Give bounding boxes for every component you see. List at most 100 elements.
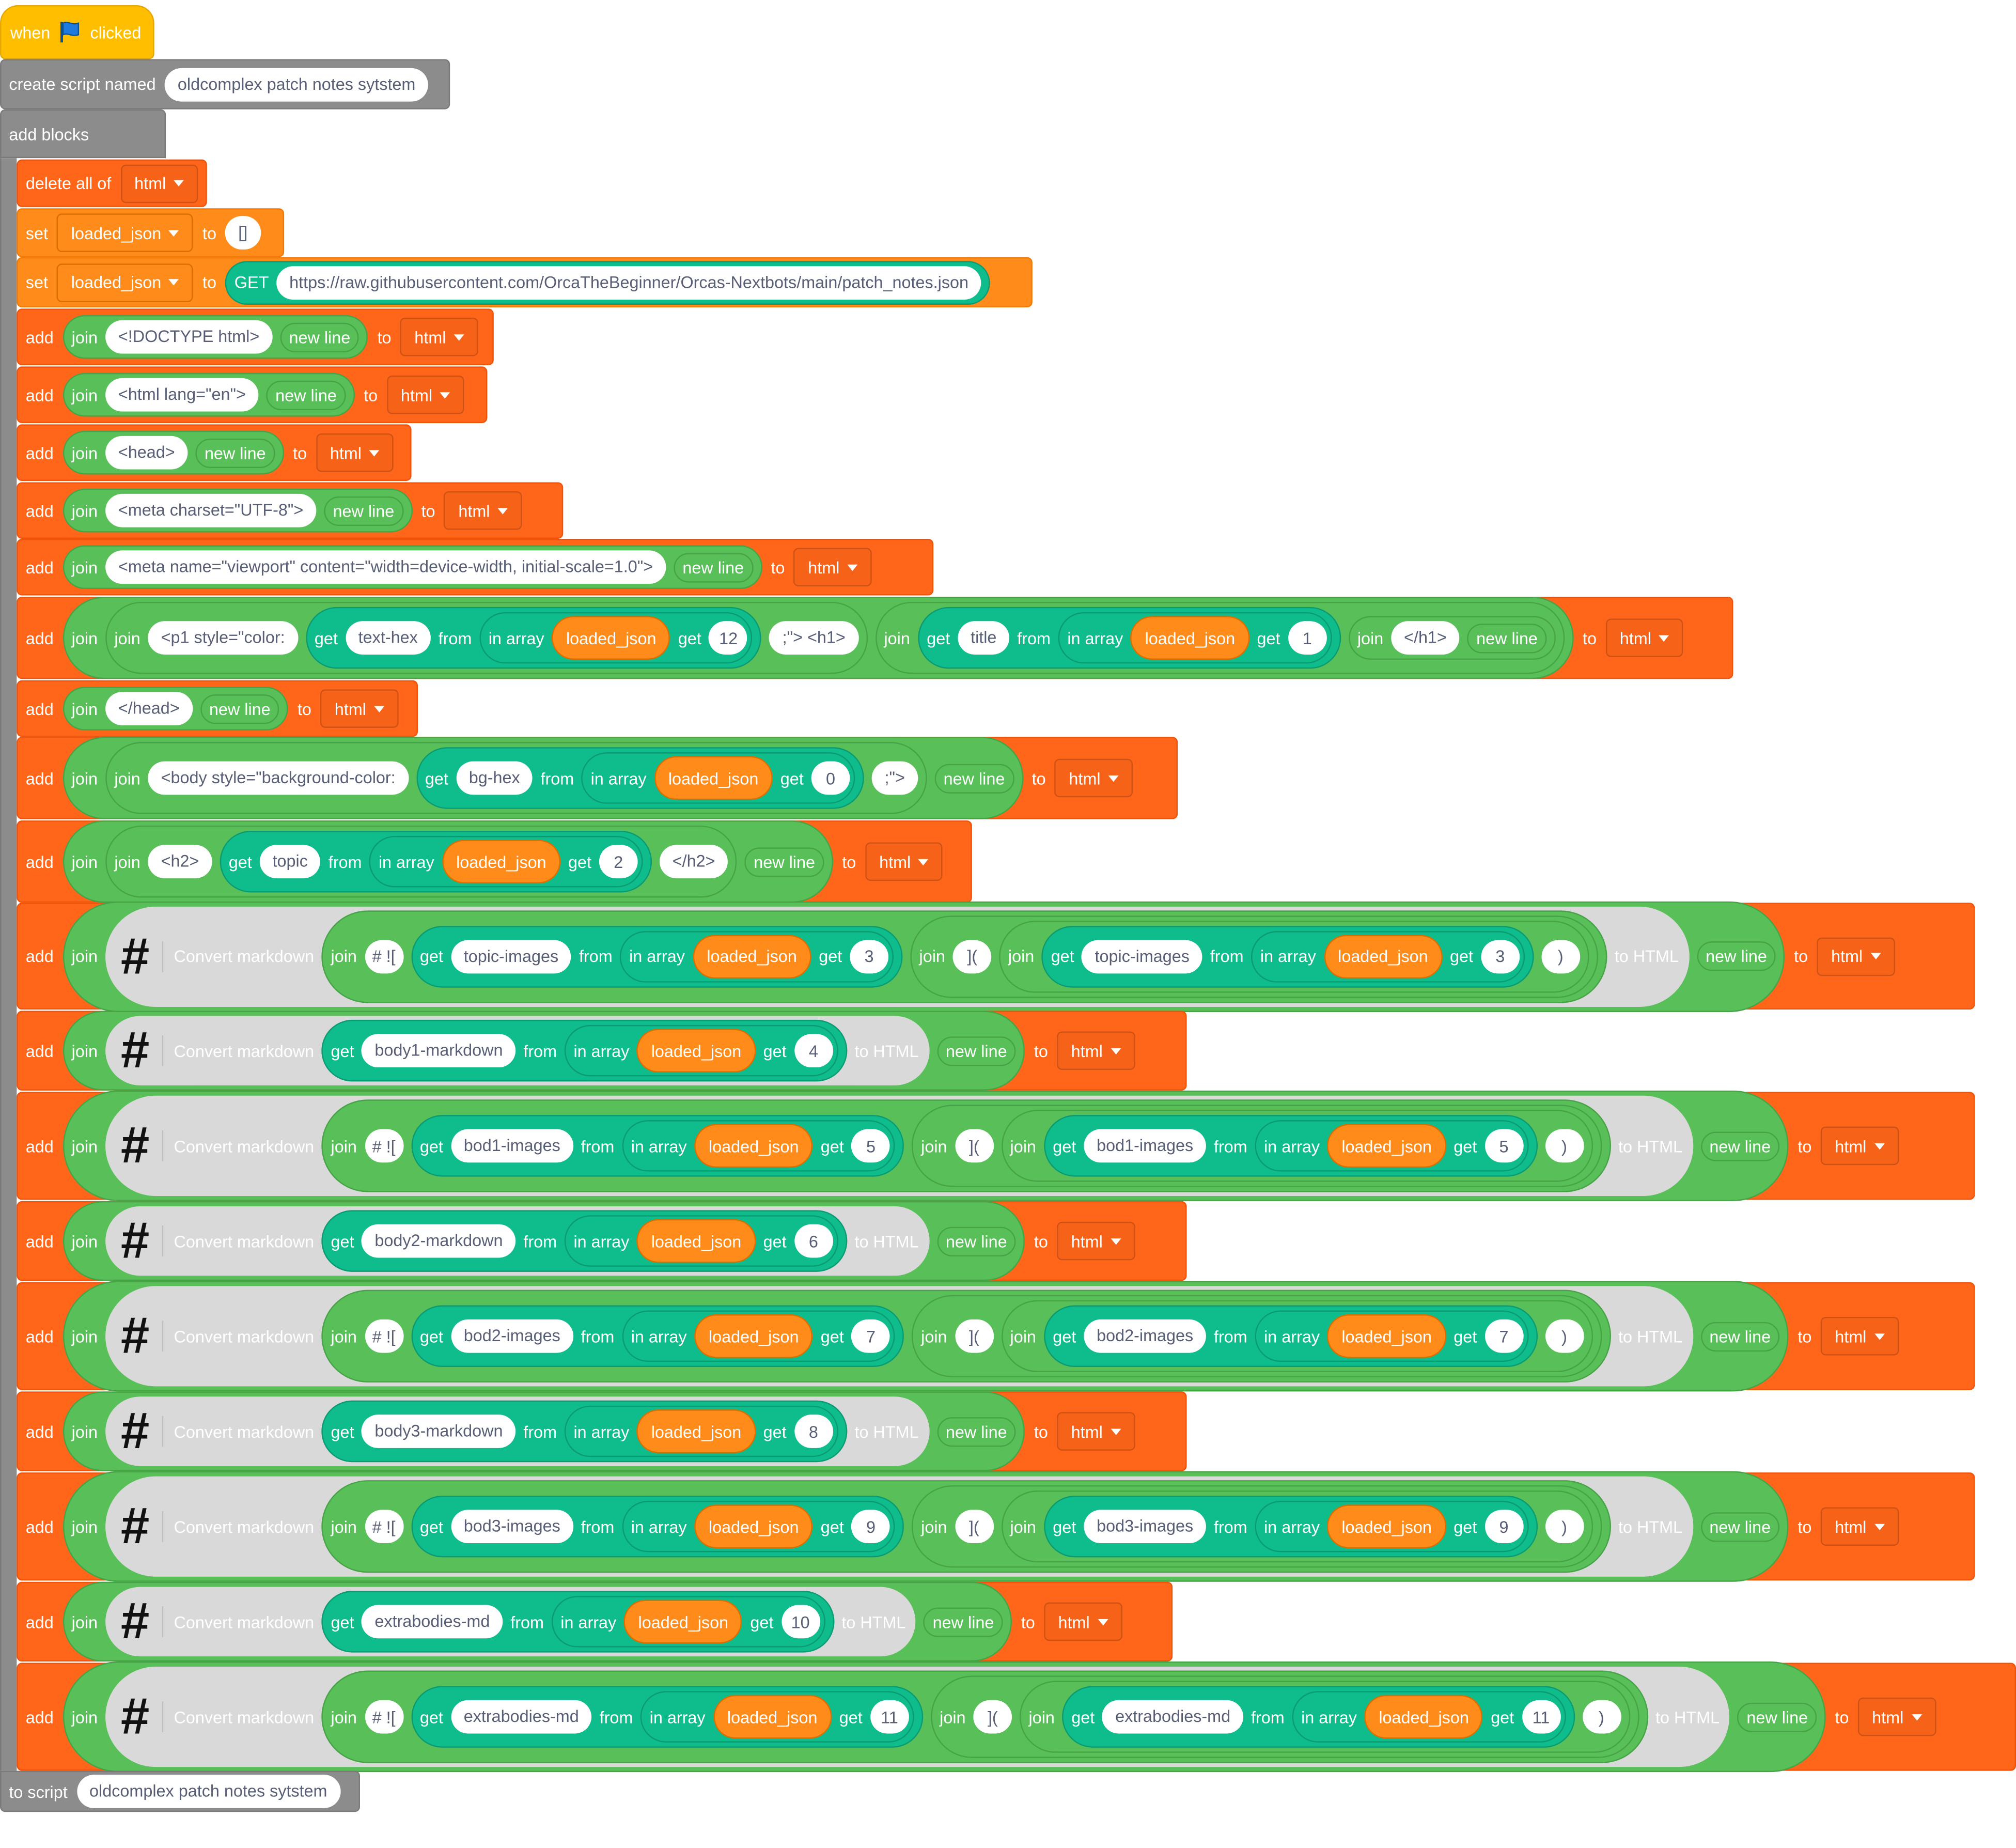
join-reporter[interactable]: join ]( join get bod1-images from in arr… (912, 1105, 1602, 1187)
to-script-block[interactable]: to script oldcomplex patch notes sytstem (0, 1771, 360, 1812)
add-doctype-block[interactable]: add join <!DOCTYPE html> new line to htm… (17, 308, 494, 365)
list-dropdown[interactable]: html (316, 433, 394, 472)
list-dropdown[interactable]: html (1055, 758, 1133, 798)
join-reporter[interactable]: join get title from in array loaded_json… (875, 601, 1565, 674)
json-get-reporter[interactable]: get extrabodies-md from in array loaded_… (1062, 1686, 1575, 1748)
convert-markdown-reporter[interactable]: # Convert markdown get extrabodies-md fr… (105, 1587, 916, 1657)
json-key-input[interactable]: body2-markdown (362, 1224, 516, 1258)
join-text-input[interactable]: ;"> (871, 761, 918, 795)
join-reporter[interactable]: join <!DOCTYPE html> new line (62, 315, 369, 359)
join-text-input[interactable]: # ![ (364, 1700, 403, 1734)
new-line-reporter[interactable]: new line (1700, 1321, 1780, 1351)
list-dropdown[interactable]: html (444, 491, 522, 530)
json-get-reporter[interactable]: get body3-markdown from in array loaded_… (322, 1400, 847, 1463)
new-line-reporter[interactable]: new line (200, 693, 280, 724)
index-input[interactable]: 2 (599, 845, 638, 879)
join-reporter[interactable]: join # Convert markdown get body3-markdo… (62, 1391, 1025, 1471)
in-array-get-reporter[interactable]: in array loaded_json get 7 (1255, 1310, 1528, 1362)
join-reporter[interactable]: join # Convert markdown join # ![ get to… (62, 900, 1785, 1012)
create-script-block[interactable]: create script named oldcomplex patch not… (0, 59, 450, 110)
new-line-reporter[interactable]: new line (324, 495, 403, 525)
set-loaded-json-get-block[interactable]: set loaded_json to GET https://raw.githu… (17, 257, 1033, 307)
list-dropdown[interactable]: html (1817, 937, 1895, 976)
list-dropdown[interactable]: html (400, 317, 478, 356)
loaded-json-variable[interactable]: loaded_json (637, 1029, 756, 1073)
list-dropdown[interactable]: html (120, 164, 198, 203)
new-line-reporter[interactable]: new line (673, 552, 753, 582)
add-bod3-images-block[interactable]: add join # Convert markdown join # ![ ge… (17, 1471, 1975, 1582)
json-key-input[interactable]: bod3-images (1084, 1510, 1207, 1544)
join-reporter[interactable]: join # Convert markdown join # ![ get ex… (62, 1661, 1826, 1773)
json-key-input[interactable]: bg-hex (456, 761, 533, 795)
in-array-get-reporter[interactable]: in array loaded_json get 1 (1058, 612, 1332, 664)
add-extrabodies-markdown-block[interactable]: add join # Convert markdown get extrabod… (17, 1581, 1173, 1662)
join-text-input[interactable]: </head> (105, 692, 193, 725)
json-key-input[interactable]: body3-markdown (362, 1415, 516, 1448)
json-key-input[interactable]: title (958, 621, 1010, 655)
add-body1-markdown-block[interactable]: add join # Convert markdown get body1-ma… (17, 1011, 1187, 1091)
new-line-reporter[interactable]: new line (924, 1607, 1003, 1637)
loaded-json-variable[interactable]: loaded_json (1327, 1504, 1446, 1548)
join-reporter[interactable]: join # ![ get bod2-images from in array … (322, 1290, 1611, 1383)
loaded-json-variable[interactable]: loaded_json (1131, 616, 1249, 660)
index-input[interactable]: 11 (1522, 1700, 1560, 1734)
index-input[interactable]: 7 (1484, 1319, 1523, 1353)
json-key-input[interactable]: bod3-images (450, 1510, 573, 1544)
add-html-open-block[interactable]: add join <html lang="en"> new line to ht… (17, 366, 488, 423)
json-key-input[interactable]: bod2-images (1084, 1319, 1207, 1353)
join-reporter[interactable]: join join <body style="background-color:… (62, 737, 1023, 819)
join-text-input[interactable]: <meta name="viewport" content="width=dev… (105, 550, 666, 584)
in-array-get-reporter[interactable]: in array loaded_json get 2 (369, 835, 643, 888)
json-key-input[interactable]: bod1-images (450, 1129, 573, 1163)
convert-markdown-reporter[interactable]: # Convert markdown join # ![ get bod1-im… (105, 1095, 1693, 1196)
join-reporter[interactable]: join # Convert markdown join # ![ get bo… (62, 1090, 1789, 1201)
json-key-input[interactable]: extrabodies-md (450, 1700, 592, 1734)
list-dropdown[interactable]: html (1044, 1602, 1122, 1641)
join-reporter[interactable]: join ]( join get bod3-images from in arr… (912, 1485, 1602, 1568)
json-key-input[interactable]: text-hex (345, 621, 431, 655)
loaded-json-variable[interactable]: loaded_json (1327, 1124, 1446, 1168)
in-array-get-reporter[interactable]: in array loaded_json get 8 (565, 1405, 838, 1457)
in-array-get-reporter[interactable]: in array loaded_json get 9 (1255, 1500, 1528, 1552)
new-line-reporter[interactable]: new line (280, 322, 360, 352)
index-input[interactable]: 9 (851, 1510, 890, 1544)
json-get-reporter[interactable]: get bod3-images from in array loaded_jso… (1043, 1495, 1538, 1558)
join-text-input[interactable]: ) (1545, 1129, 1584, 1163)
new-line-reporter[interactable]: new line (266, 380, 346, 410)
join-text-input[interactable]: <head> (105, 436, 188, 470)
join-reporter[interactable]: join # Convert markdown join # ![ get bo… (62, 1281, 1789, 1392)
list-dropdown[interactable]: html (1057, 1221, 1135, 1261)
add-body3-markdown-block[interactable]: add join # Convert markdown get body3-ma… (17, 1391, 1187, 1471)
join-reporter[interactable]: join <p1 style="color: get text-hex from… (105, 601, 868, 674)
join-reporter[interactable]: join # ![ get topic-images from in array… (322, 910, 1607, 1003)
join-reporter[interactable]: join get bod3-images from in array loade… (1001, 1490, 1593, 1563)
add-bod1-images-block[interactable]: add join # Convert markdown join # ![ ge… (17, 1090, 1975, 1201)
new-line-reporter[interactable]: new line (936, 1226, 1017, 1256)
join-reporter[interactable]: join join <p1 style="color: get text-hex… (62, 596, 1574, 679)
set-loaded-json-empty-block[interactable]: set loaded_json to [] (17, 208, 285, 257)
join-text-input[interactable]: # ![ (364, 1510, 403, 1544)
index-input[interactable]: 5 (851, 1129, 890, 1163)
add-topic-images-block[interactable]: add join # Convert markdown join # ![ ge… (17, 900, 1975, 1012)
new-line-reporter[interactable]: new line (744, 847, 824, 877)
add-topic-heading-block[interactable]: add join join <h2> get topic from in arr… (17, 820, 972, 903)
json-get-reporter[interactable]: get topic from in array loaded_json get … (220, 831, 652, 893)
join-reporter[interactable]: join get extrabodies-md from in array lo… (1020, 1681, 1630, 1753)
join-text-input[interactable]: # ![ (364, 1319, 403, 1353)
add-blocks-block[interactable]: add blocks (0, 109, 166, 159)
json-key-input[interactable]: extrabodies-md (362, 1605, 503, 1639)
loaded-json-variable[interactable]: loaded_json (654, 756, 773, 800)
convert-markdown-reporter[interactable]: # Convert markdown join # ![ get bod2-im… (105, 1286, 1693, 1387)
loaded-json-variable[interactable]: loaded_json (637, 1409, 756, 1453)
empty-array-input[interactable]: [] (225, 216, 261, 250)
join-text-input[interactable]: ]( (973, 1700, 1012, 1734)
in-array-get-reporter[interactable]: in array loaded_json get 11 (640, 1691, 914, 1743)
loaded-json-variable[interactable]: loaded_json (713, 1695, 832, 1739)
join-reporter[interactable]: join # Convert markdown get extrabodies-… (62, 1581, 1012, 1662)
loaded-json-variable[interactable]: loaded_json (1364, 1695, 1483, 1739)
join-reporter[interactable]: join ]( join get topic-images from in ar… (910, 915, 1598, 998)
join-reporter[interactable]: join # ![ get bod1-images from in array … (322, 1099, 1611, 1192)
join-reporter[interactable]: join <meta charset="UTF-8"> new line (62, 488, 413, 533)
join-reporter[interactable]: join get bod2-images from in array loade… (1001, 1300, 1593, 1372)
join-reporter[interactable]: join # Convert markdown get body1-markdo… (62, 1011, 1025, 1091)
